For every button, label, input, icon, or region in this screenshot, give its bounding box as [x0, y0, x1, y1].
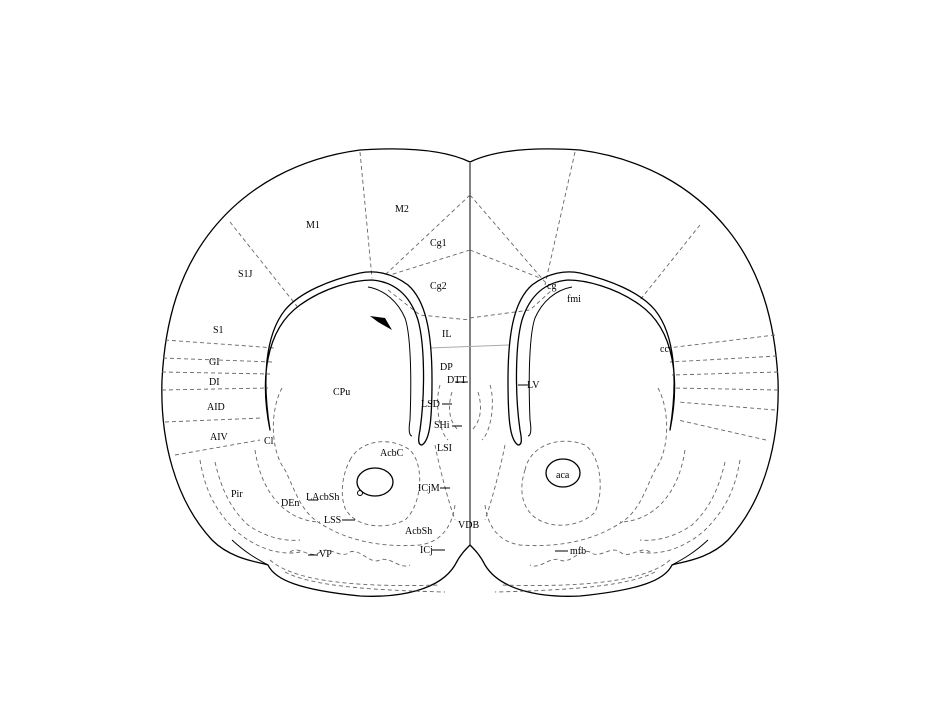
- boundary-right-10: [678, 402, 775, 410]
- right-forceps: [508, 272, 675, 445]
- label-m2: M2: [395, 204, 409, 215]
- boundary-m2-m1: [360, 152, 372, 278]
- label-dtt: DTT: [447, 375, 466, 386]
- label-cg: cg: [547, 281, 556, 292]
- label-lss: LSS: [324, 515, 341, 526]
- label-aiv: AIV: [210, 432, 229, 443]
- label-vp: VP: [319, 549, 332, 560]
- label-m1: M1: [306, 220, 320, 231]
- boundary-right-2: [640, 225, 700, 300]
- label-cg1: Cg1: [430, 238, 447, 249]
- label-cpu: CPu: [333, 387, 350, 398]
- boundary-gi-di: [162, 372, 270, 374]
- boundary-right-8: [672, 372, 778, 375]
- boundary-cg2-il: [388, 290, 470, 320]
- label-lv: LV: [527, 380, 540, 391]
- label-acbsh: AcbSh: [405, 526, 432, 537]
- label-lsi: LSI: [437, 443, 452, 454]
- label-aca: aca: [556, 470, 570, 481]
- left-ventricle-dark: [370, 316, 392, 330]
- right-ventricle-inner: [528, 287, 572, 436]
- label-vdb: VDB: [458, 520, 479, 531]
- label-s1j: S1J: [238, 269, 253, 280]
- left-ventral-edge: [232, 540, 268, 565]
- boundary-right-7: [670, 356, 777, 362]
- label-fmi: fmi: [567, 294, 581, 305]
- label-pir: Pir: [231, 489, 243, 500]
- left-forceps: [265, 272, 432, 445]
- label-lacbsh: LAcbSh: [306, 492, 339, 503]
- label-den: DEn: [281, 498, 299, 509]
- septal-dash-right: [482, 385, 492, 440]
- septal-bottom-r: [485, 445, 505, 520]
- right-bottom-arc1: [500, 560, 670, 586]
- septal-dash-left: [438, 385, 448, 440]
- boundary-right-3: [470, 195, 545, 282]
- septal-dash-right-2: [472, 392, 480, 430]
- label-aid: AID: [207, 402, 225, 413]
- label-cl: Cl: [264, 436, 274, 447]
- label-gi: GI: [209, 357, 220, 368]
- label-cc: cc: [660, 344, 669, 355]
- right-pir-layer2: [640, 462, 725, 540]
- left-bottom-arc1: [270, 560, 440, 586]
- boundary-di-aid: [162, 388, 268, 390]
- label-icj: ICj: [420, 545, 433, 556]
- boundary-right-11: [678, 420, 766, 440]
- right-pir-layer1: [640, 460, 740, 553]
- right-accumbens-core: [522, 441, 600, 525]
- boundary-m1-s1j: [230, 222, 300, 310]
- boundary-aid-aiv: [165, 418, 262, 422]
- right-vp-wave: [530, 550, 650, 566]
- left-ac-small: [358, 491, 363, 496]
- right-pir-layer3: [620, 450, 685, 522]
- label-cg2: Cg2: [430, 281, 447, 292]
- boundary-right-9: [674, 388, 778, 390]
- label-di: DI: [209, 377, 220, 388]
- boundary-right-5: [470, 290, 552, 318]
- right-ventral-edge: [672, 540, 708, 565]
- label-icjm: ICjM: [418, 483, 440, 494]
- left-striatum-outline: [273, 388, 455, 546]
- right-striatum-outline: [485, 388, 667, 546]
- boundary-cg1-cg2: [390, 250, 470, 275]
- label-shi: SHi: [434, 420, 450, 431]
- label-il: IL: [442, 329, 451, 340]
- label-acbc: AcbC: [380, 448, 404, 459]
- septal-dash-left-2: [450, 392, 458, 430]
- label-lsd: LSD: [421, 399, 440, 410]
- boundary-right-6: [668, 335, 775, 348]
- label-dp: DP: [440, 362, 453, 373]
- label-mfb: mfb: [570, 546, 586, 557]
- boundary-s1j-s1: [165, 340, 275, 348]
- left-vp-wave: [290, 550, 410, 566]
- left-pir-layer3: [255, 450, 320, 522]
- boundary-right-1: [545, 152, 575, 285]
- label-s1: S1: [213, 325, 224, 336]
- left-ventricle-inner: [368, 287, 412, 436]
